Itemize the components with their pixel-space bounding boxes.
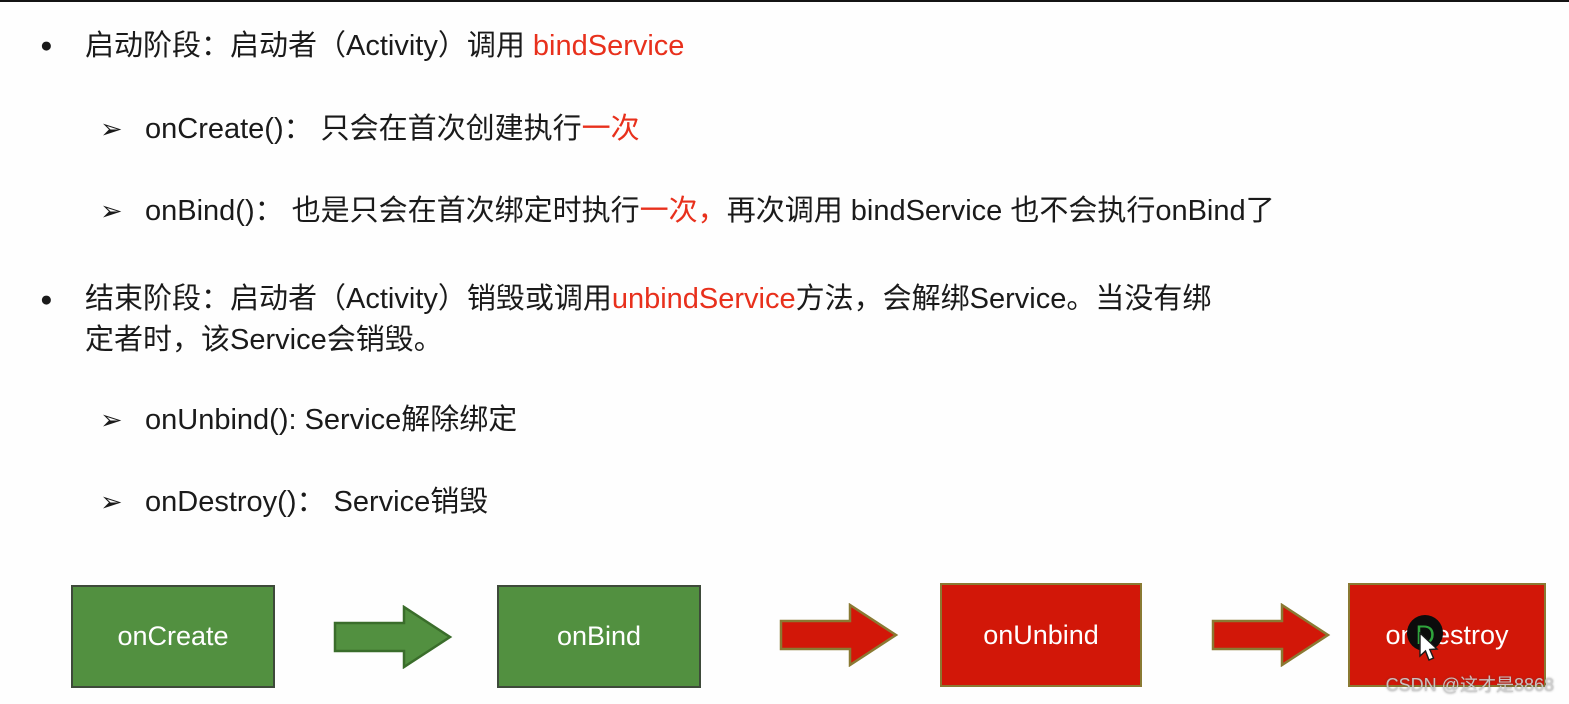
flow-arrow-red-icon bbox=[1211, 603, 1331, 667]
flow-node-label: onDestroy bbox=[1385, 620, 1508, 651]
arrowhead-bullet-icon: ➢ bbox=[100, 114, 123, 144]
ondestroy-label-post: estroy bbox=[1435, 619, 1509, 650]
subbullet-onunbind: ➢ onUnbind(): Service解除绑定 bbox=[100, 402, 517, 438]
end-phase-text-line2: 定者时，该Service会销毁。 bbox=[85, 324, 443, 356]
subbullet-oncreate: ➢ onCreate()： 只会在首次创建执行一次 bbox=[100, 111, 640, 147]
arrowhead-bullet-icon: ➢ bbox=[100, 405, 123, 435]
bullet-end-phase: ● 结束阶段：启动者（Activity）销毁或调用unbindService方法，… bbox=[40, 279, 1440, 361]
arrowhead-bullet-icon: ➢ bbox=[100, 196, 123, 226]
end-phase-text: 结束阶段：启动者（Activity）销毁或调用 bbox=[85, 283, 612, 315]
end-phase-text-line1-tail: 方法，会解绑Service。当没有绑 bbox=[795, 283, 1212, 315]
start-phase-text: 启动阶段：启动者（Activity）调用 bbox=[85, 30, 533, 62]
flow-node-label: onUnbind bbox=[983, 619, 1099, 650]
subbullet-ondestroy: ➢ onDestroy()： Service销毁 bbox=[100, 484, 488, 520]
start-phase-highlight-bindservice: bindService bbox=[532, 30, 685, 62]
flow-arrow-green-icon bbox=[333, 605, 453, 669]
flow-node-onbind: onBind bbox=[497, 585, 701, 688]
onbind-text: onBind()： 也是只会在首次绑定时执行 bbox=[145, 195, 640, 227]
ondestroy-text: onDestroy()： Service销毁 bbox=[145, 486, 489, 518]
oncreate-text: onCreate()： 只会在首次创建执行 bbox=[145, 113, 582, 145]
bullet-start-phase: ● 启动阶段：启动者（Activity）调用 bindService bbox=[40, 28, 684, 64]
arrowhead-bullet-icon: ➢ bbox=[100, 487, 123, 517]
flow-node-oncreate: onCreate bbox=[71, 585, 275, 688]
csdn-watermark: CSDN @这才是8868 bbox=[1385, 675, 1554, 695]
onunbind-text: onUnbind(): Service解除绑定 bbox=[145, 404, 518, 436]
bullet-dot-icon: ● bbox=[40, 288, 53, 311]
flow-arrow-red-icon bbox=[779, 603, 899, 667]
flow-node-onunbind: onUnbind bbox=[940, 583, 1142, 687]
slide-top-border bbox=[0, 0, 1569, 2]
flow-node-label: onBind bbox=[556, 621, 642, 651]
oncreate-highlight-once: 一次 bbox=[581, 113, 640, 145]
bullet-dot-icon: ● bbox=[40, 34, 53, 57]
mouse-cursor-icon bbox=[1419, 632, 1439, 661]
flow-node-label: onCreate bbox=[117, 621, 229, 651]
subbullet-onbind: ➢ onBind()： 也是只会在首次绑定时执行一次，再次调用 bindServi… bbox=[100, 193, 1275, 229]
flow-node-ondestroy: onDestroy bbox=[1348, 583, 1546, 687]
onbind-text-tail: 再次调用 bindService 也不会执行onBind了 bbox=[726, 195, 1275, 227]
end-phase-highlight-unbindservice: unbindService bbox=[611, 283, 796, 315]
onbind-highlight-once: 一次， bbox=[639, 195, 727, 227]
